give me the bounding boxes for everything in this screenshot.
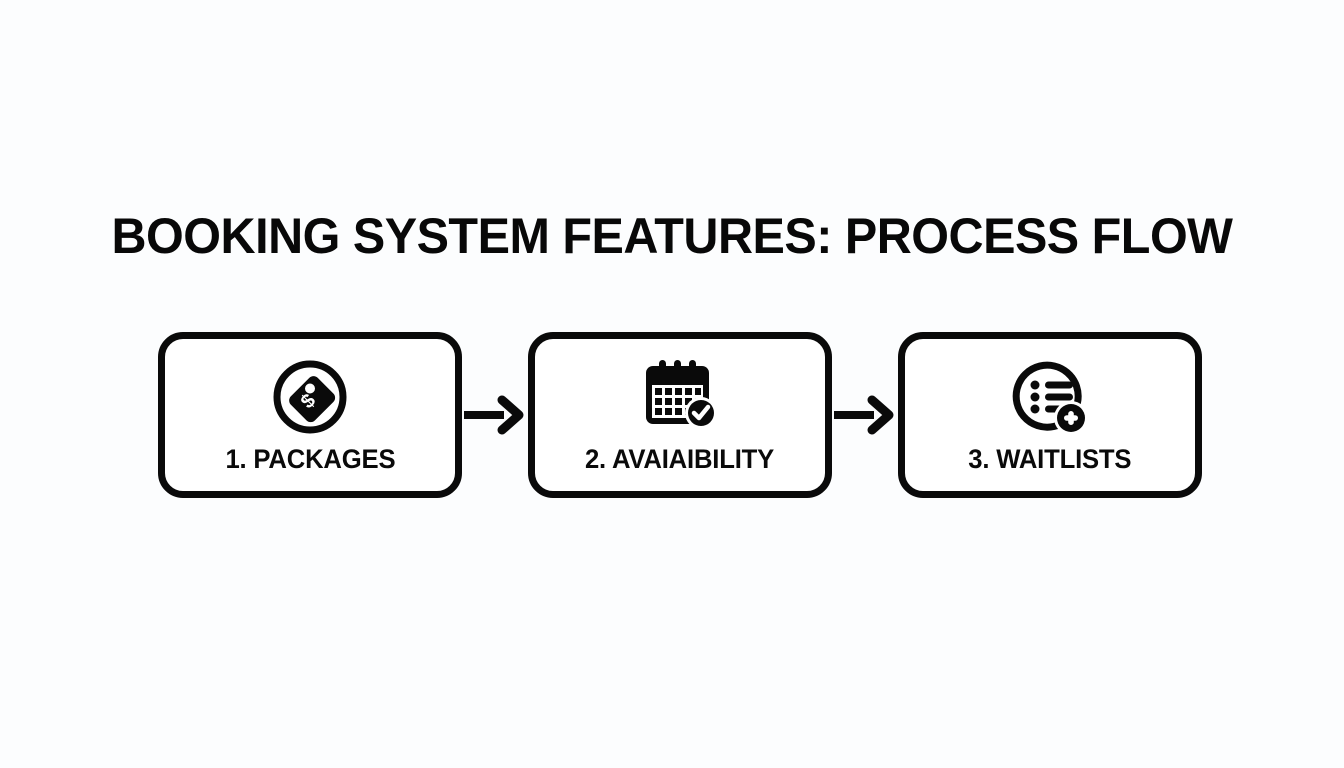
- flow-step-label: 2. AVAIAIBILITY: [585, 444, 775, 474]
- flow-step-availability[interactable]: 2. AVAIAIBILITY: [528, 332, 832, 498]
- list-add-circle-icon: [1008, 358, 1092, 436]
- flow-step-label: 3. WAITLISTS: [968, 444, 1132, 474]
- calendar-check-icon: [638, 358, 722, 436]
- flow-step-waitlists[interactable]: 3. WAITLISTS: [898, 332, 1202, 498]
- flow-step-label: 1. PACKAGES: [225, 444, 395, 474]
- process-flow-diagram: $ 1. PACKAGES: [158, 332, 1202, 498]
- price-tag-circle-icon: $: [268, 358, 352, 436]
- arrow-right-icon: [832, 393, 898, 437]
- page-title: BOOKING SYSTEM FEATURES: PROCESS FLOW: [111, 208, 1233, 264]
- flow-step-packages[interactable]: $ 1. PACKAGES: [158, 332, 462, 498]
- arrow-right-icon: [462, 393, 528, 437]
